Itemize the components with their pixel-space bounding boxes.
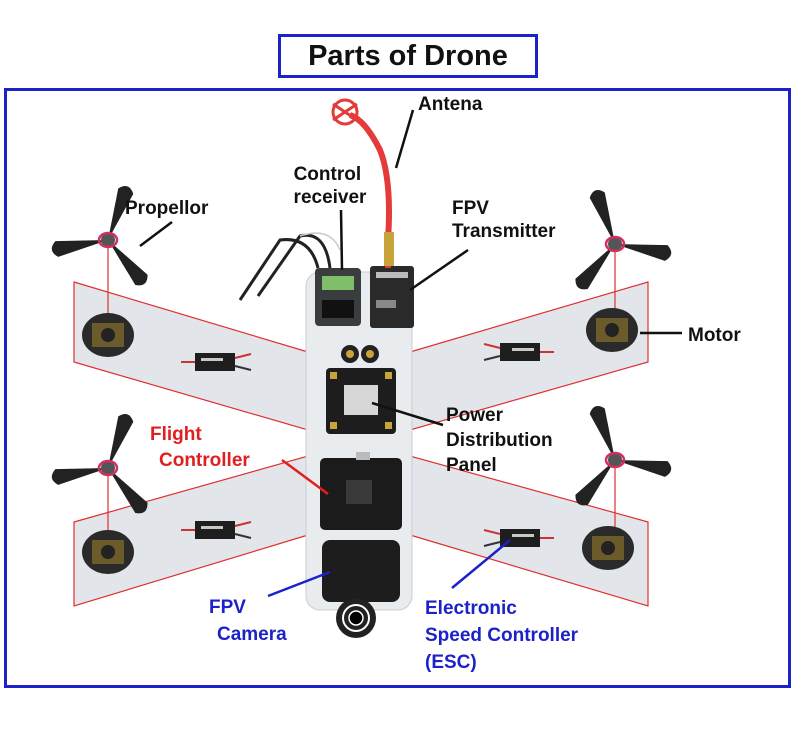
label-motor: Motor (688, 325, 741, 346)
label-propellor: Propellor (125, 198, 209, 219)
fpv-camera-module (322, 540, 400, 638)
propeller-rear-right (545, 388, 678, 512)
power-distribution-panel-board (326, 345, 396, 434)
power-distribution-pointer (371, 401, 444, 427)
label-esc: Electronic Speed Controller (ESC) (425, 598, 583, 673)
motor-rear-left (82, 530, 134, 574)
propeller-front-left (45, 168, 178, 292)
label-flight-controller: Flight Controller (150, 424, 250, 471)
page-title: Parts of Drone (308, 39, 508, 72)
control-receiver-module (238, 232, 361, 326)
fpv-camera-pointer (267, 570, 331, 598)
label-control-receiver: Control receiver (294, 164, 368, 208)
flight-controller-pointer (281, 458, 329, 496)
antenna (331, 98, 394, 268)
diagram-frame (4, 88, 791, 688)
label-fpv-camera: FPV Camera (209, 597, 287, 645)
control-receiver-pointer (339, 209, 344, 271)
label-power-distribution-panel: Power Distribution Panel (446, 405, 558, 476)
flight-controller-board (320, 452, 402, 530)
motor-front-right (586, 308, 638, 352)
esc-pointer (451, 539, 511, 589)
label-fpv-transmitter: FPV Transmitter (452, 198, 556, 242)
title-box: Parts of Drone (278, 34, 538, 78)
pointer-lines (139, 109, 682, 598)
motor-rear-right (582, 526, 634, 570)
label-antena: Antena (418, 94, 483, 115)
propeller-front-right (545, 172, 678, 296)
motor-front-left (82, 313, 134, 357)
propellor-pointer (139, 221, 173, 247)
fpv-transmitter-module (370, 266, 414, 328)
antena-pointer (394, 109, 415, 169)
fpv-transmitter-pointer (409, 248, 469, 292)
